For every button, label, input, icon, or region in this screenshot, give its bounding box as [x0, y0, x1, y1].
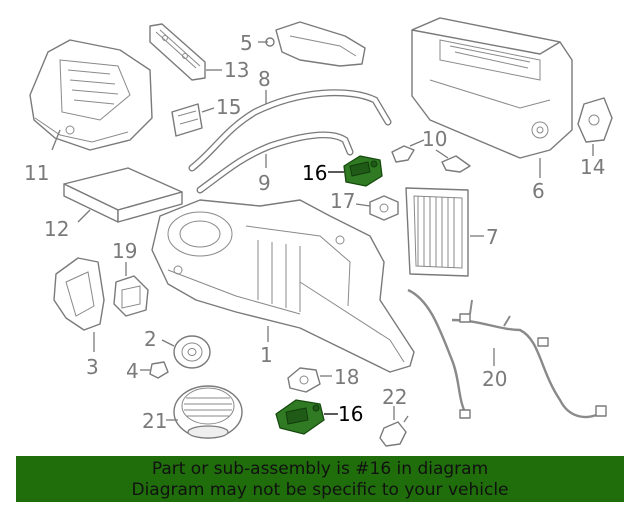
part-18-seal — [287, 367, 321, 393]
part-6-evaporator-case — [411, 17, 573, 159]
callout-7: 7 — [486, 225, 499, 249]
part-8-hose — [188, 89, 392, 172]
callout-16-top: 16 — [302, 161, 327, 185]
part-12-cabin-filter — [63, 167, 183, 223]
banner-line-1: Part or sub-assembly is #16 in diagram — [151, 459, 489, 479]
part-10-clips — [391, 145, 471, 173]
part-2-wheel — [173, 335, 211, 369]
part-5-duct — [265, 21, 366, 67]
callout-1: 1 — [260, 343, 273, 367]
part-16-actuator-top-highlighted — [343, 155, 383, 187]
part-11-case-housing — [29, 39, 153, 151]
part-19-module — [113, 275, 149, 317]
callout-15: 15 — [216, 95, 241, 119]
callout-12: 12 — [44, 217, 69, 241]
part-7-heater-core — [405, 187, 469, 277]
part-22-sensor — [379, 415, 409, 447]
callout-16-bottom: 16 — [338, 402, 363, 426]
part-17-motor — [369, 195, 399, 221]
callout-14: 14 — [580, 155, 605, 179]
banner-line-2: Diagram may not be specific to your vehi… — [131, 480, 509, 500]
part-20-wiring-harness — [407, 288, 607, 419]
callout-11: 11 — [24, 161, 49, 185]
callout-13: 13 — [224, 58, 249, 82]
callout-3: 3 — [86, 355, 99, 379]
callout-17: 17 — [330, 189, 355, 213]
callout-18: 18 — [334, 365, 359, 389]
callout-8: 8 — [258, 67, 271, 91]
part-14-actuator — [577, 97, 613, 143]
part-1-hvac-case — [151, 199, 415, 373]
callout-2: 2 — [144, 327, 157, 351]
callout-19: 19 — [112, 239, 137, 263]
callout-9: 9 — [258, 171, 271, 195]
callout-4: 4 — [126, 359, 139, 383]
part-16-actuator-bottom-highlighted — [275, 399, 325, 435]
part-9-hose — [196, 131, 354, 194]
part-21-blower-motor — [173, 385, 243, 439]
callout-5: 5 — [240, 31, 253, 55]
info-banner: Part or sub-assembly is #16 in diagram D… — [16, 456, 624, 502]
callout-10: 10 — [422, 127, 447, 151]
parts-diagram: 11 12 13 15 5 8 9 — [24, 17, 613, 447]
callout-6: 6 — [532, 179, 545, 203]
part-3-door — [53, 257, 105, 331]
callout-21: 21 — [142, 409, 167, 433]
callout-22: 22 — [382, 385, 407, 409]
part-13-bracket — [149, 23, 206, 81]
part-4-fastener — [149, 361, 169, 379]
part-15-bracket — [171, 103, 203, 137]
callout-20: 20 — [482, 367, 507, 391]
